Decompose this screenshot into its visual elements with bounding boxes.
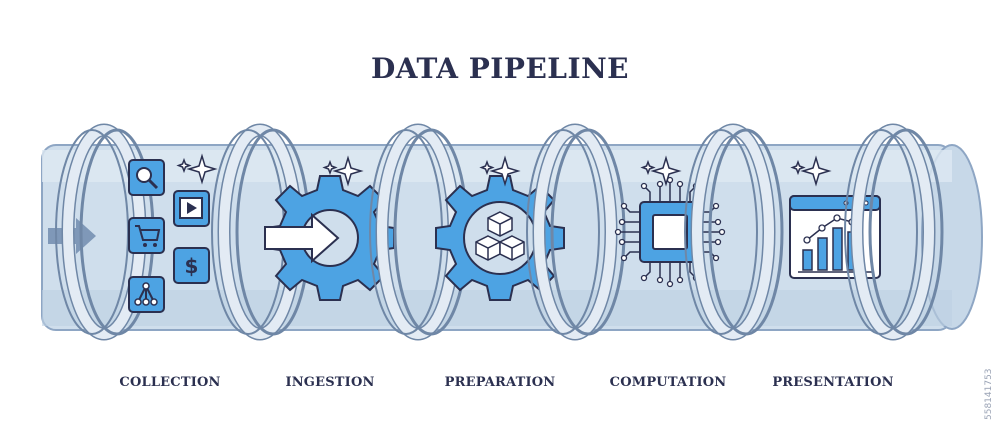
search-icon	[128, 159, 165, 196]
stage-label-computation: COMPUTATION	[609, 375, 727, 390]
dollar-icon: $	[173, 247, 210, 284]
gear-cubes-icon	[435, 155, 565, 301]
stock-image-id: 558141753	[984, 368, 994, 420]
gear-arrow-icon	[264, 155, 395, 301]
network-icon	[128, 276, 165, 313]
sparkle-icon	[479, 155, 521, 187]
sparkle-icon	[640, 155, 682, 187]
sparkle-icon	[176, 153, 218, 185]
pipe-ring-6	[844, 123, 944, 341]
stage-label-collection: COLLECTION	[119, 375, 221, 390]
collection-icons: $	[128, 153, 218, 313]
pipe-ring-5	[684, 123, 784, 341]
diagram-title: DATA PIPELINE	[370, 52, 630, 85]
stage-label-ingestion: INGESTION	[285, 375, 375, 390]
stage-label-presentation: PRESENTATION	[772, 375, 894, 390]
svg-text:$: $	[185, 254, 199, 278]
pipe-ring-4	[526, 123, 626, 341]
stage-label-preparation: PREPARATION	[444, 375, 556, 390]
sparkle-icon	[322, 155, 364, 187]
video-play-icon	[173, 190, 210, 227]
sparkle-icon	[790, 155, 832, 187]
shopping-cart-icon	[128, 217, 165, 254]
